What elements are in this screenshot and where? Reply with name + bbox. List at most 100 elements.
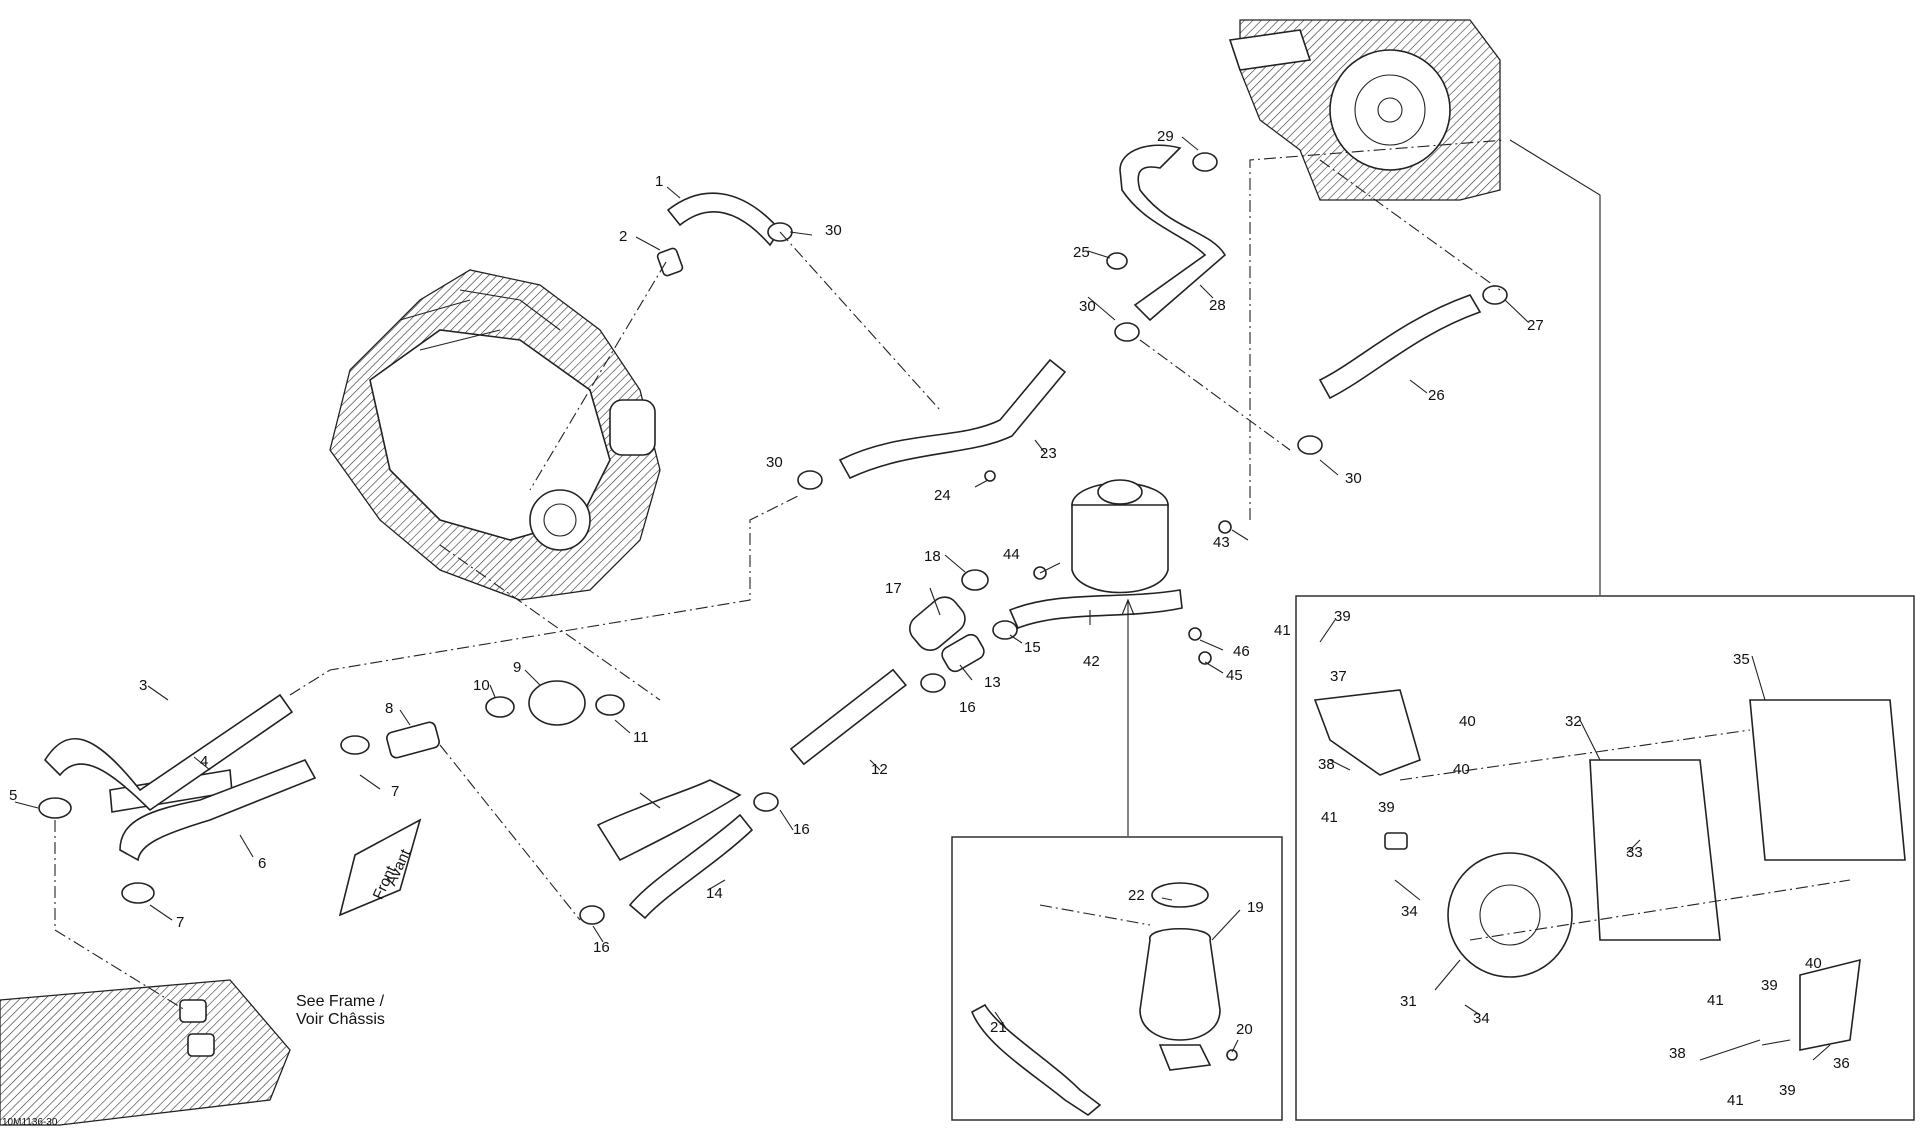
fan-31	[1447, 852, 1573, 978]
callout-7a: 7	[391, 783, 399, 800]
callout-38b: 38	[1669, 1045, 1686, 1062]
inset-reservoir-illustration	[1139, 882, 1238, 1071]
hose-26	[1318, 294, 1482, 400]
hose-3b	[596, 779, 742, 862]
callout-39d: 39	[1779, 1082, 1796, 1099]
callout-41c: 41	[1707, 992, 1724, 1009]
cap-22	[1151, 882, 1209, 908]
callout-14: 14	[706, 885, 723, 902]
screw-24	[984, 470, 996, 482]
callout-12: 12	[871, 761, 888, 778]
fitting-8	[386, 721, 440, 759]
callout-32: 32	[1565, 713, 1582, 730]
callout-16a: 16	[959, 699, 976, 716]
inset-fan-radiator-illustration	[1313, 689, 1906, 1051]
callout-3a: 3	[139, 677, 147, 694]
clamp-30c	[1114, 322, 1140, 342]
callout-22: 22	[1128, 887, 1145, 904]
callout-36: 36	[1833, 1055, 1850, 1072]
connector-13	[941, 633, 985, 673]
clamp-5	[38, 797, 72, 819]
callout-26: 26	[1428, 387, 1445, 404]
part-9	[528, 680, 586, 726]
callout-17: 17	[885, 580, 902, 597]
callout-41b: 41	[1321, 809, 1338, 826]
callout-2: 2	[619, 228, 627, 245]
callout-1: 1	[655, 173, 663, 190]
hose-6	[119, 759, 317, 862]
see-frame-note-line2: Voir Châssis	[296, 1011, 385, 1028]
clamp-7b	[121, 882, 155, 904]
clamp-27	[1482, 285, 1508, 305]
callout-8: 8	[385, 700, 393, 717]
callout-25: 25	[1073, 244, 1090, 261]
hoses	[43, 144, 1482, 1116]
clamp-10	[485, 696, 515, 718]
callout-30a: 30	[825, 222, 842, 239]
callout-42: 42	[1083, 653, 1100, 670]
callout-6: 6	[258, 855, 266, 872]
callout-41a: 41	[1274, 622, 1291, 639]
callout-33: 33	[1626, 844, 1643, 861]
clamp-30d	[1297, 435, 1323, 455]
clamp-7a	[340, 735, 370, 755]
nut-43	[1218, 520, 1232, 534]
callout-19: 19	[1247, 899, 1264, 916]
callout-39b: 39	[1378, 799, 1395, 816]
callout-13: 13	[984, 674, 1001, 691]
reservoir-19	[1139, 928, 1221, 1041]
radiator-35	[1749, 699, 1906, 861]
callout-20: 20	[1236, 1021, 1253, 1038]
callout-41d: 41	[1727, 1092, 1744, 1109]
bracket-37	[1313, 689, 1421, 776]
front-radiator-illustration	[0, 979, 291, 1126]
clamp-15	[992, 620, 1018, 640]
callout-39a: 39	[1334, 608, 1351, 625]
hose-12	[789, 668, 907, 766]
callout-38a: 38	[1318, 756, 1335, 773]
hose-4	[43, 693, 294, 812]
shroud-32	[1589, 759, 1721, 941]
screw-20	[1226, 1049, 1238, 1061]
front-direction-badge	[338, 818, 422, 917]
hose-14	[628, 813, 754, 920]
clamp-25	[1106, 252, 1128, 270]
hose-23	[838, 358, 1067, 480]
small-parts	[38, 152, 1508, 925]
clamp-11	[595, 694, 625, 716]
callout-10: 10	[473, 677, 490, 694]
inset-reservoir-detail	[951, 836, 1283, 1121]
callout-21: 21	[990, 1019, 1007, 1036]
rear-radiator-illustration	[1228, 19, 1501, 201]
see-frame-note-line1: See Frame /	[296, 993, 385, 1010]
callout-15: 15	[1024, 639, 1041, 656]
callout-34b: 34	[1473, 1010, 1490, 1027]
callout-16c: 16	[593, 939, 610, 956]
callout-4: 4	[200, 753, 208, 770]
hose-42	[1008, 589, 1183, 630]
callout-37: 37	[1330, 668, 1347, 685]
hose-1	[666, 192, 782, 247]
clamp-29	[1192, 152, 1218, 172]
callout-35: 35	[1733, 651, 1750, 668]
callout-18: 18	[924, 548, 941, 565]
callout-43: 43	[1213, 534, 1230, 551]
clamp-16c	[579, 905, 605, 925]
callout-9: 9	[513, 659, 521, 676]
clamp-16b	[753, 792, 779, 812]
leader-lines	[14, 136, 1851, 1061]
hose-28	[1119, 144, 1227, 322]
tube-17	[909, 596, 966, 651]
bracket-36	[1799, 958, 1861, 1051]
callout-16b: 16	[793, 821, 810, 838]
callout-45: 45	[1226, 667, 1243, 684]
callout-24: 24	[934, 487, 951, 504]
callout-7b: 7	[176, 914, 184, 931]
callout-40a: 40	[1459, 713, 1476, 730]
callout-31: 31	[1400, 993, 1417, 1010]
callout-30c: 30	[1079, 298, 1096, 315]
callout-34a: 34	[1401, 903, 1418, 920]
clip-45	[1198, 651, 1212, 665]
clamp-18	[961, 569, 989, 591]
